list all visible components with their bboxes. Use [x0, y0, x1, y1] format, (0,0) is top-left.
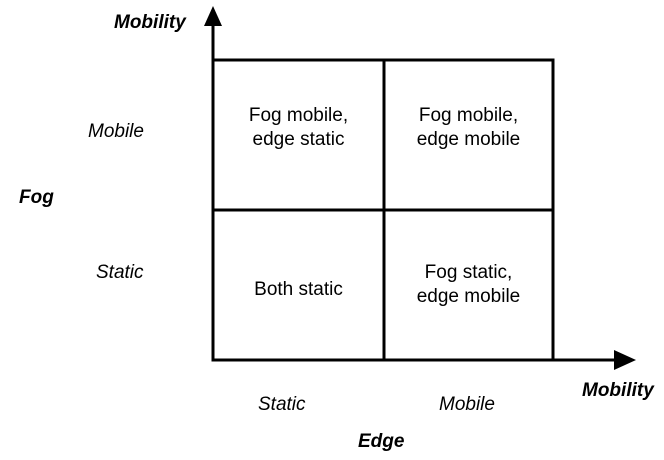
y-axis-arrowhead	[204, 6, 222, 26]
y-axis-title: Fog	[19, 187, 54, 208]
y-level-top: Mobile	[88, 121, 144, 142]
cell-top-left-line1: Fog mobile,	[248, 105, 349, 126]
cell-bottom-right: Fog static, edge mobile	[384, 261, 553, 309]
cell-bottom-left: Both static	[213, 278, 384, 302]
y-arrow-label: Mobility	[114, 12, 186, 33]
cell-top-left-line2: edge static	[252, 129, 345, 150]
cell-top-right-line2: edge mobile	[416, 129, 521, 150]
y-level-bottom: Static	[96, 262, 144, 283]
x-axis-arrowhead	[614, 350, 636, 370]
cell-top-right-line1: Fog mobile,	[418, 105, 519, 126]
x-level-right: Mobile	[439, 394, 495, 415]
cell-bottom-right-line2: edge mobile	[416, 286, 521, 307]
cell-top-right: Fog mobile, edge mobile	[384, 104, 553, 152]
x-axis-title: Edge	[358, 431, 405, 452]
x-arrow-label: Mobility	[582, 380, 654, 401]
x-level-left: Static	[258, 394, 306, 415]
cell-bottom-right-line1: Fog static,	[424, 262, 513, 283]
cell-bottom-left-line1: Both static	[254, 279, 343, 300]
cell-top-left: Fog mobile, edge static	[213, 104, 384, 152]
